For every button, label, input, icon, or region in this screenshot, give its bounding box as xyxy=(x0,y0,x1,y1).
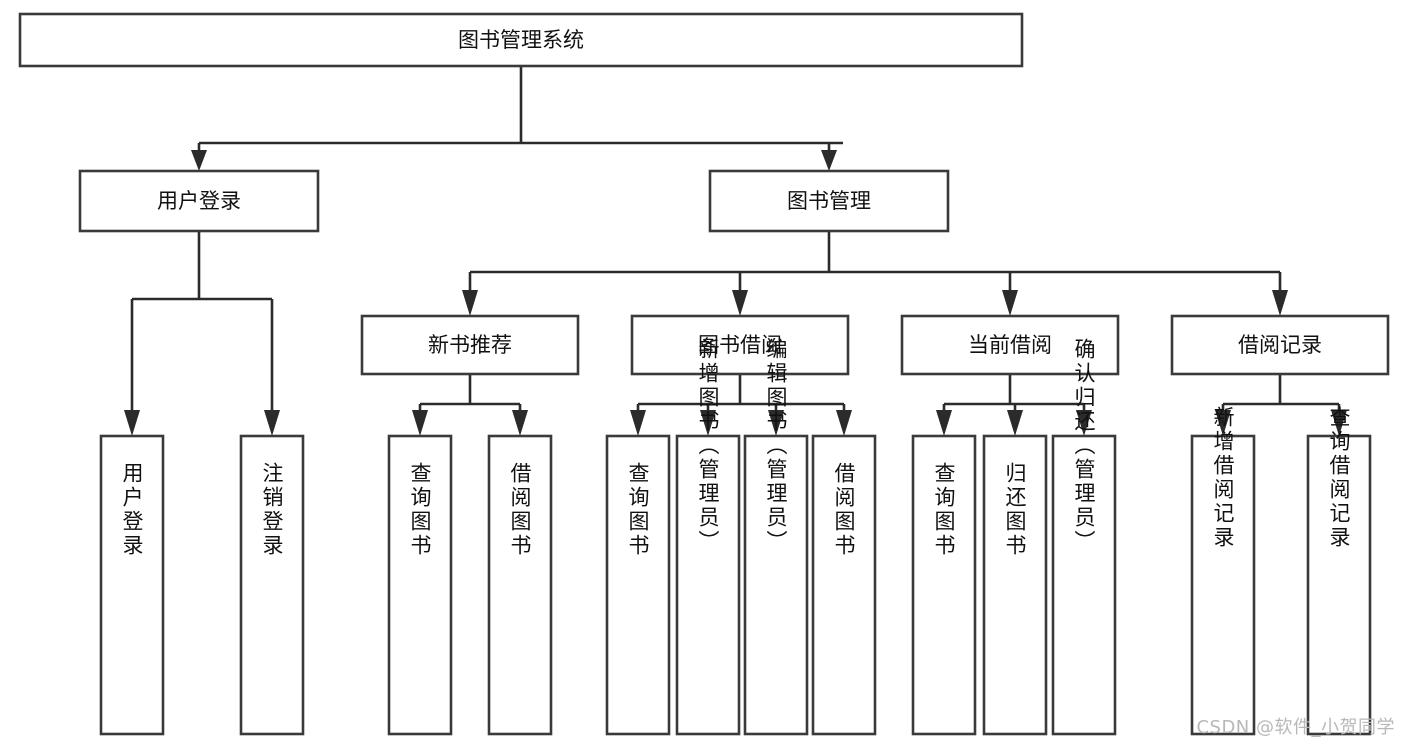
node-box-leaf-borrow-book-recommend[interactable] xyxy=(487,434,553,736)
node-box-book-management[interactable] xyxy=(708,169,950,233)
node-box-user-login[interactable] xyxy=(78,169,320,233)
connector-layer xyxy=(124,66,1347,436)
node-label-current-borrow: 当前借阅 xyxy=(968,333,1052,357)
node-current-borrow[interactable]: 当前借阅 xyxy=(900,314,1120,376)
node-box-leaf-query-book-current[interactable] xyxy=(911,434,977,736)
node-leaf-query-book-recommend[interactable]: 查询图书 xyxy=(387,434,453,736)
node-label-leaf-add-borrow-record: 新增借阅记录 xyxy=(1211,406,1235,550)
node-leaf-confirm-return-admin[interactable]: 确认归还（管理员） xyxy=(1051,338,1117,736)
arrow-head-icon xyxy=(264,410,280,436)
node-box-leaf-query-book-recommend[interactable] xyxy=(387,434,453,736)
node-label-leaf-query-borrow-record: 查询借阅记录 xyxy=(1327,406,1351,550)
node-leaf-add-book-admin[interactable]: 新增图书（管理员） xyxy=(675,338,741,736)
node-leaf-logout[interactable]: 注销登录 xyxy=(239,434,305,736)
node-leaf-query-book-borrow[interactable]: 查询图书 xyxy=(605,434,671,736)
node-box-leaf-borrow-book[interactable] xyxy=(811,434,877,736)
node-leaf-query-borrow-record[interactable]: 查询借阅记录 xyxy=(1306,406,1372,736)
arrow-head-icon xyxy=(1002,290,1018,316)
node-box-root[interactable] xyxy=(18,12,1024,68)
arrow-head-icon xyxy=(768,410,784,436)
arrow-head-icon xyxy=(1007,410,1023,436)
arrow-head-icon xyxy=(191,150,207,171)
node-label-leaf-query-book-current: 查询图书 xyxy=(932,462,956,558)
node-label-borrow-record: 借阅记录 xyxy=(1238,333,1322,357)
node-label-book-borrow: 图书借阅 xyxy=(698,333,782,357)
node-box-book-borrow[interactable] xyxy=(630,314,850,376)
node-box-leaf-user-login[interactable] xyxy=(99,434,165,736)
arrow-head-icon xyxy=(512,410,528,436)
node-label-leaf-confirm-return-admin: 确认归还（管理员） xyxy=(1072,338,1096,554)
node-label-leaf-user-login: 用户登录 xyxy=(120,462,144,558)
node-book-borrow[interactable]: 图书借阅 xyxy=(630,314,850,376)
node-leaf-user-login[interactable]: 用户登录 xyxy=(99,434,165,736)
node-root[interactable]: 图书管理系统 xyxy=(18,12,1024,68)
node-leaf-return-book[interactable]: 归还图书 xyxy=(982,434,1048,736)
arrow-head-icon xyxy=(1331,410,1347,436)
arrow-head-icon xyxy=(1076,410,1092,436)
watermark: CSDN @软件_小贺同学 xyxy=(1196,717,1395,738)
node-borrow-record[interactable]: 借阅记录 xyxy=(1170,314,1390,376)
node-label-root: 图书管理系统 xyxy=(458,28,584,52)
node-box-leaf-logout[interactable] xyxy=(239,434,305,736)
arrow-head-icon xyxy=(732,290,748,316)
node-box-new-book-recommend[interactable] xyxy=(360,314,580,376)
node-leaf-borrow-book-recommend[interactable]: 借阅图书 xyxy=(487,434,553,736)
node-label-leaf-query-book-borrow: 查询图书 xyxy=(626,462,650,558)
node-box-leaf-return-book[interactable] xyxy=(982,434,1048,736)
arrow-head-icon xyxy=(1215,410,1231,436)
arrow-head-icon xyxy=(412,410,428,436)
node-label-leaf-edit-book-admin: 编辑图书（管理员） xyxy=(764,338,788,554)
node-leaf-add-borrow-record[interactable]: 新增借阅记录 xyxy=(1190,406,1256,736)
node-label-user-login: 用户登录 xyxy=(157,189,241,213)
arrow-head-icon xyxy=(836,410,852,436)
node-label-leaf-add-book-admin: 新增图书（管理员） xyxy=(696,338,720,554)
node-label-leaf-borrow-book-recommend: 借阅图书 xyxy=(508,462,532,558)
node-label-book-management: 图书管理 xyxy=(787,189,871,213)
node-box-leaf-add-borrow-record[interactable] xyxy=(1190,434,1256,736)
node-book-management[interactable]: 图书管理 xyxy=(708,169,950,233)
node-label-leaf-query-book-recommend: 查询图书 xyxy=(408,462,432,558)
node-new-book-recommend[interactable]: 新书推荐 xyxy=(360,314,580,376)
node-box-leaf-query-borrow-record[interactable] xyxy=(1306,434,1372,736)
node-label-leaf-return-book: 归还图书 xyxy=(1003,462,1027,558)
node-label-new-book-recommend: 新书推荐 xyxy=(428,333,512,357)
node-user-login[interactable]: 用户登录 xyxy=(78,169,320,233)
node-leaf-edit-book-admin[interactable]: 编辑图书（管理员） xyxy=(743,338,809,736)
node-label-leaf-logout: 注销登录 xyxy=(260,462,284,558)
node-leaf-query-book-current[interactable]: 查询图书 xyxy=(911,434,977,736)
arrow-head-icon xyxy=(462,290,478,316)
arrow-head-icon xyxy=(630,410,646,436)
arrow-head-icon xyxy=(1272,290,1288,316)
node-leaf-borrow-book[interactable]: 借阅图书 xyxy=(811,434,877,736)
arrow-head-icon xyxy=(124,410,140,436)
arrow-head-icon xyxy=(700,410,716,436)
node-box-leaf-add-book-admin[interactable] xyxy=(675,434,741,736)
node-box-leaf-query-book-borrow[interactable] xyxy=(605,434,671,736)
node-box-current-borrow[interactable] xyxy=(900,314,1120,376)
arrow-head-icon xyxy=(936,410,952,436)
node-box-leaf-edit-book-admin[interactable] xyxy=(743,434,809,736)
node-box-leaf-confirm-return-admin[interactable] xyxy=(1051,434,1117,736)
node-label-leaf-borrow-book: 借阅图书 xyxy=(832,462,856,558)
node-box-borrow-record[interactable] xyxy=(1170,314,1390,376)
arrow-head-icon xyxy=(821,150,837,171)
